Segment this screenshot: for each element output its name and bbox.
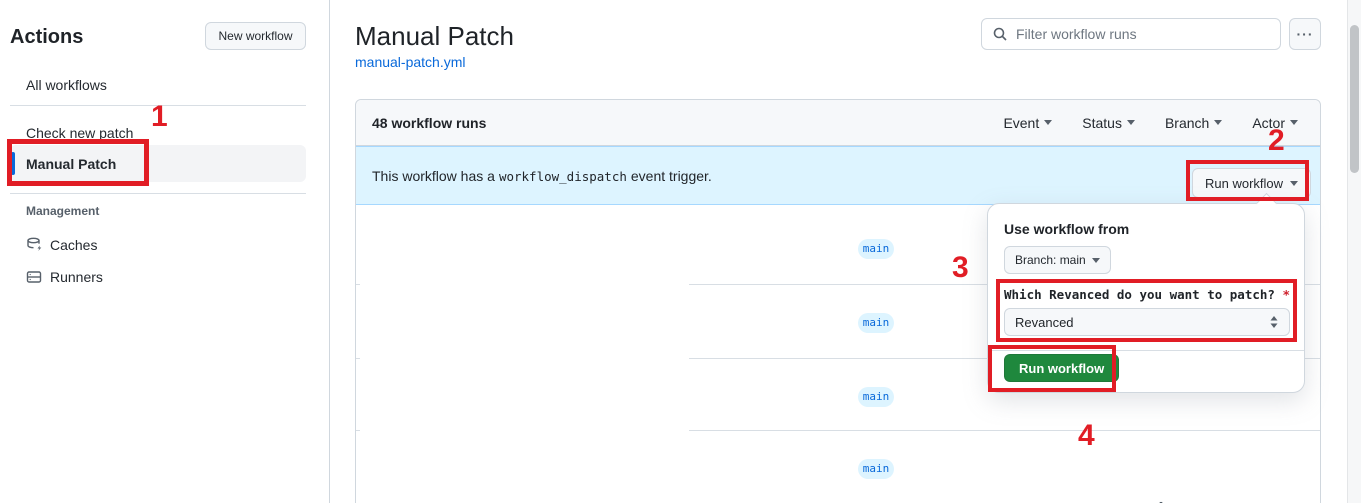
actions-sidebar: Actions New workflow All workflows Check… (0, 0, 330, 503)
chevron-down-icon (1091, 257, 1100, 263)
row-divider (356, 430, 360, 431)
sidebar-item-label: Manual Patch (26, 155, 117, 172)
workflow-options-kebab-button[interactable]: ··· (1289, 18, 1321, 50)
selected-accent-bar (11, 152, 15, 175)
dropdown-title: Use workflow from (1004, 221, 1130, 237)
cache-icon (27, 237, 42, 251)
filter-actor[interactable]: Actor (1252, 115, 1298, 131)
workflow-input-label: Which Revanced do you want to patch? * (1004, 287, 1290, 302)
chevron-down-icon (1126, 120, 1135, 125)
workflow-file-link[interactable]: manual-patch.yml (355, 54, 466, 70)
chevron-down-icon (1044, 120, 1053, 125)
branch-badge[interactable]: main (858, 387, 894, 407)
branch-selector-button[interactable]: Branch: main (1004, 246, 1111, 274)
search-input[interactable] (1016, 26, 1270, 42)
sidebar-item-label: Check new patch (26, 125, 134, 141)
filter-runs-search[interactable] (981, 18, 1281, 50)
sidebar-title: Actions (10, 26, 84, 48)
management-section-label: Management (26, 204, 100, 218)
sidebar-item-runners[interactable]: Runners (18, 262, 306, 292)
branch-badge[interactable]: main (858, 239, 894, 259)
branch-badge[interactable]: main (858, 459, 894, 479)
select-updown-icon (1270, 316, 1278, 328)
row-divider (356, 284, 360, 285)
sidebar-item-check-new-patch[interactable]: Check new patch (10, 116, 306, 150)
required-asterisk: * (1282, 287, 1290, 302)
sidebar-item-caches[interactable]: Caches (18, 230, 306, 260)
runs-card-header: 48 workflow runs Event Status Branch Act… (356, 100, 1320, 146)
sidebar-item-label: Runners (50, 269, 103, 285)
chevron-down-icon (1290, 180, 1299, 186)
run-workflow-dropdown-panel: Use workflow from Branch: main Which Rev… (987, 192, 1305, 393)
sidebar-divider (10, 105, 306, 106)
chevron-down-icon (1290, 120, 1298, 125)
branch-badge[interactable]: main (858, 313, 894, 333)
sidebar-item-label: Caches (50, 237, 98, 253)
page-scrollbar-track[interactable] (1347, 0, 1361, 503)
filter-branch[interactable]: Branch (1165, 115, 1223, 131)
row-divider (689, 430, 1320, 431)
page-scrollbar-thumb[interactable] (1350, 25, 1359, 173)
runs-filters: Event Status Branch Actor (1003, 115, 1304, 131)
sidebar-item-label: All workflows (26, 77, 107, 93)
run-workflow-dropdown-button[interactable]: Run workflow (1192, 168, 1312, 198)
run-workflow-submit-button[interactable]: Run workflow (1004, 354, 1120, 382)
page-title: Manual Patch (355, 21, 514, 51)
workflow-dispatch-code: workflow_dispatch (498, 168, 627, 184)
sidebar-item-all-workflows[interactable]: All workflows (10, 68, 306, 102)
runners-icon (26, 271, 42, 283)
search-icon (993, 27, 1007, 41)
filter-status[interactable]: Status (1082, 115, 1135, 131)
new-workflow-button[interactable]: New workflow (205, 22, 306, 50)
sidebar-item-manual-patch[interactable]: Manual Patch (10, 145, 306, 182)
revanced-select[interactable]: Revanced (1004, 308, 1290, 336)
chevron-down-icon (1214, 120, 1223, 125)
sidebar-divider (10, 193, 306, 194)
row-divider (356, 358, 360, 359)
dropdown-divider (988, 350, 1304, 351)
runs-count: 48 workflow runs (372, 114, 487, 131)
filter-event[interactable]: Event (1003, 115, 1053, 131)
